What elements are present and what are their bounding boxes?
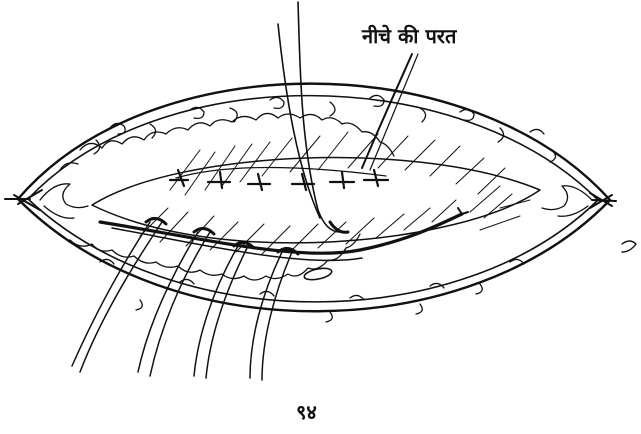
page-number: ९४ <box>296 398 317 425</box>
left-end-texture <box>40 184 88 218</box>
incision-tail <box>458 208 468 214</box>
suture-strands <box>72 222 292 380</box>
callout-label: नीचे की परत <box>362 22 456 49</box>
margin-mark <box>622 241 636 252</box>
callout-leader <box>362 54 412 168</box>
deep-layer-sutures <box>170 167 388 190</box>
callout-leader-2 <box>370 54 418 170</box>
